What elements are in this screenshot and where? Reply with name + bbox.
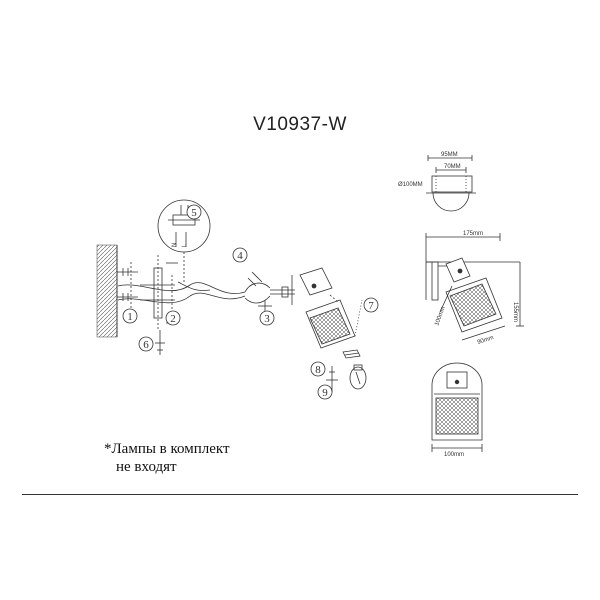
dim-side-length: 175mm xyxy=(463,231,483,237)
step-6: 6 xyxy=(138,336,154,352)
step-5-label: 5 xyxy=(191,207,197,219)
dim-side-depth: 90mm xyxy=(477,335,495,346)
step-6-label: 6 xyxy=(143,339,149,351)
step-1-label: 1 xyxy=(127,311,133,323)
screw-6 xyxy=(155,330,165,355)
side-view xyxy=(425,233,524,341)
wall-screws xyxy=(117,262,138,310)
step-2: 2 xyxy=(165,310,181,326)
step-5: 5 xyxy=(186,204,202,220)
step-3: 3 xyxy=(259,310,275,326)
bottom-divider xyxy=(22,494,578,495)
note-line-2: не входят xyxy=(116,459,177,475)
step-3-label: 3 xyxy=(264,313,270,325)
step-4: 4 xyxy=(232,247,248,263)
wall xyxy=(96,244,118,338)
step-7: 7 xyxy=(363,297,379,313)
dim-side-height: 155mm xyxy=(512,302,518,322)
step-8-label: 8 xyxy=(315,364,321,376)
model-title: V10937-W xyxy=(253,114,347,135)
note-line-1: *Лампы в комплект xyxy=(104,441,230,457)
step-7-label: 7 xyxy=(368,300,374,312)
step-9: 9 xyxy=(317,384,333,400)
step-2-label: 2 xyxy=(170,313,176,325)
detail-magnifier xyxy=(157,199,211,282)
front-view xyxy=(431,362,483,452)
lamp-head xyxy=(291,267,363,349)
wire-label-l: L xyxy=(182,243,188,247)
dim-top-outer: 95MM xyxy=(441,152,458,158)
dim-front-width: 100mm xyxy=(444,452,464,458)
step-4-label: 4 xyxy=(237,250,243,262)
wire-label-n: N xyxy=(172,243,178,247)
step-8: 8 xyxy=(310,361,326,377)
step-1: 1 xyxy=(122,308,138,324)
top-view xyxy=(426,155,476,212)
wires xyxy=(117,281,246,304)
step-9-label: 9 xyxy=(322,387,328,399)
dim-top-inner: 70MM xyxy=(444,164,461,170)
bulb-parts xyxy=(326,349,367,392)
dim-side-diag: 100mm xyxy=(434,306,446,327)
dim-diameter: Ø100MM xyxy=(398,182,423,188)
fixture-arm xyxy=(244,271,295,312)
